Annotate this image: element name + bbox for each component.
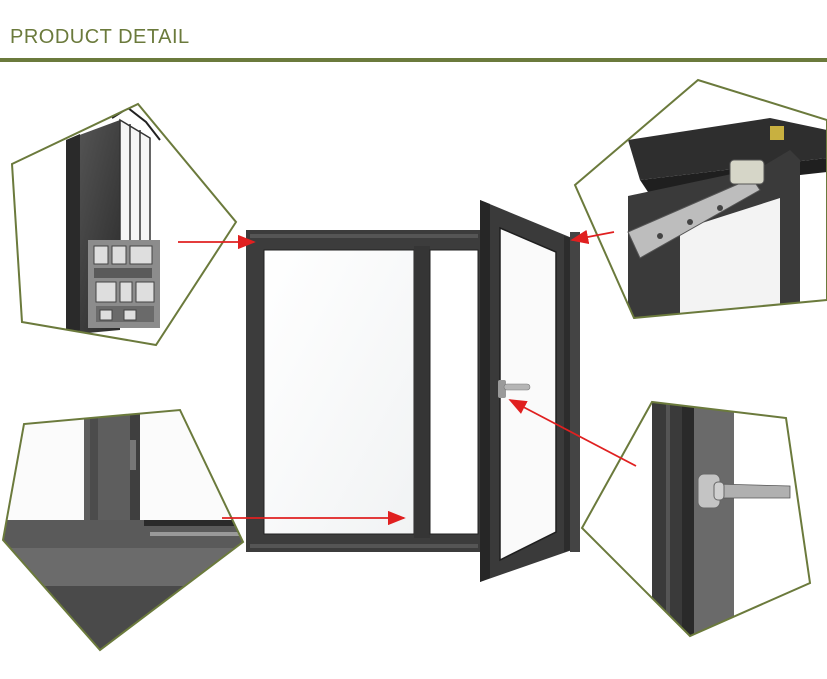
page-title: PRODUCT DETAIL xyxy=(10,26,190,48)
pointer-arrows xyxy=(178,229,637,526)
callout-handle-detail xyxy=(580,400,812,638)
right-opening xyxy=(429,249,479,535)
open-sash-glass xyxy=(499,226,557,562)
window-handle xyxy=(498,380,531,398)
arrow-hinge xyxy=(570,229,615,245)
page-header: PRODUCT DETAIL xyxy=(0,0,827,64)
window-mullion xyxy=(414,246,430,538)
casement-window xyxy=(246,200,580,582)
callout-corner-joint-detail xyxy=(1,408,245,652)
callout-profile-cross-section xyxy=(10,102,238,347)
arrow-handle xyxy=(508,399,637,467)
left-glass-pane xyxy=(263,249,415,535)
header-divider xyxy=(0,58,827,62)
callout-hinge-detail xyxy=(573,78,827,320)
